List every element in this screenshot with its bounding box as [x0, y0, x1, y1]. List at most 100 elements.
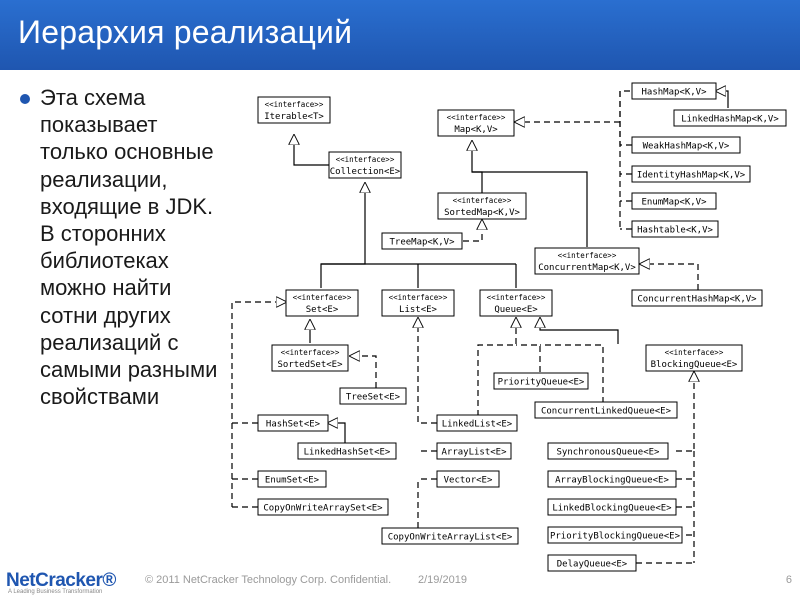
dashed-connectors [231, 90, 699, 564]
node-vector: Vector<E> [436, 470, 500, 488]
diagram-nodes: <<interface>> Iterable<T> <<interface>> … [257, 82, 787, 572]
node-priorityqueue: PriorityQueue<E> [493, 372, 589, 390]
slide-header: Иерархия реализаций [0, 0, 800, 70]
svg-text:ConcurrentHashMap<K,V>: ConcurrentHashMap<K,V> [637, 295, 757, 305]
node-linkedhashset: LinkedHashSet<E> [297, 442, 397, 460]
node-treemap: TreeMap<K,V> [381, 232, 463, 250]
svg-text:<<interface>>: <<interface>> [389, 293, 448, 302]
svg-text:CopyOnWriteArraySet<E>: CopyOnWriteArraySet<E> [263, 504, 383, 514]
svg-text:LinkedBlockingQueue<E>: LinkedBlockingQueue<E> [552, 504, 672, 514]
svg-text:Hashtable<K,V>: Hashtable<K,V> [637, 226, 713, 236]
svg-text:TreeMap<K,V>: TreeMap<K,V> [389, 238, 455, 248]
svg-text:ArrayBlockingQueue<E>: ArrayBlockingQueue<E> [555, 476, 669, 486]
node-set: <<interface>> Set<E> [285, 289, 359, 317]
node-copyonwritearrayset: CopyOnWriteArraySet<E> [257, 498, 389, 516]
svg-text:<<interface>>: <<interface>> [447, 113, 506, 122]
svg-text:<<interface>>: <<interface>> [281, 348, 340, 357]
edge-priorityqueue-queue [516, 344, 541, 372]
node-sortedmap: <<interface>> SortedMap<K,V> [437, 192, 527, 220]
node-concurrentmap: <<interface>> ConcurrentMap<K,V> [534, 247, 640, 275]
svg-text:Vector<E>: Vector<E> [444, 476, 493, 486]
node-arraylist: ArrayList<E> [436, 442, 512, 460]
netcracker-logo: NetCracker® A Leading Business Transform… [6, 570, 132, 596]
svg-text:<<interface>>: <<interface>> [336, 155, 395, 164]
solid-connectors [294, 91, 729, 443]
svg-text:Collection<E>: Collection<E> [330, 167, 401, 177]
svg-text:SortedMap<K,V>: SortedMap<K,V> [444, 208, 520, 218]
edge-treemap-sortedmap [463, 220, 482, 242]
edge-blockingqueue-queue [540, 318, 619, 344]
edge-concurrentmap-map [472, 171, 588, 247]
svg-text:<<interface>>: <<interface>> [665, 348, 724, 357]
svg-text:List<E>: List<E> [399, 305, 438, 315]
node-arrayblockingqueue: ArrayBlockingQueue<E> [547, 470, 677, 488]
page-number: 6 [785, 574, 792, 586]
slide-footer: NetCracker® A Leading Business Transform… [0, 566, 800, 600]
svg-text:SynchronousQueue<E>: SynchronousQueue<E> [557, 448, 661, 458]
svg-text:<<interface>>: <<interface>> [558, 251, 617, 260]
svg-text:ConcurrentMap<K,V>: ConcurrentMap<K,V> [538, 263, 636, 273]
svg-text:LinkedList<E>: LinkedList<E> [442, 420, 513, 430]
svg-text:TreeSet<E>: TreeSet<E> [346, 393, 401, 403]
node-iterable: <<interface>> Iterable<T> [257, 96, 331, 124]
footer-date: 2/19/2019 [418, 574, 467, 586]
node-queue: <<interface>> Queue<E> [479, 289, 553, 317]
svg-text:HashMap<K,V>: HashMap<K,V> [641, 88, 707, 98]
bullet-text: Эта схема показывает только основные реа… [40, 85, 218, 410]
svg-text:PriorityQueue<E>: PriorityQueue<E> [498, 378, 585, 388]
edge-linkedhashset-hashset [328, 423, 346, 443]
node-enumset: EnumSet<E> [257, 470, 327, 488]
node-weakhashmap: WeakHashMap<K,V> [631, 136, 741, 154]
svg-text:LinkedHashMap<K,V>: LinkedHashMap<K,V> [681, 115, 779, 125]
node-enummap: EnumMap<K,V> [631, 192, 717, 210]
edge-setimpl-set [231, 302, 286, 424]
svg-text:BlockingQueue<E>: BlockingQueue<E> [651, 360, 738, 370]
node-linkedlist: LinkedList<E> [436, 414, 518, 432]
edge-listimpl-list [418, 318, 437, 424]
svg-text:<<interface>>: <<interface>> [293, 293, 352, 302]
edge-bqimpl-blockingqueue [676, 372, 694, 452]
node-linkedblockingqueue: LinkedBlockingQueue<E> [547, 498, 677, 516]
svg-text:SortedSet<E>: SortedSet<E> [277, 360, 343, 370]
edge-set-collection [320, 183, 365, 288]
node-hashtable: Hashtable<K,V> [631, 220, 719, 238]
node-concurrenthashmap: ConcurrentHashMap<K,V> [631, 289, 763, 307]
edge-concurrenthashmap-concurrentmap [640, 264, 699, 290]
edge-linkedlist-queue [477, 318, 516, 416]
svg-text:HashSet<E>: HashSet<E> [266, 420, 321, 430]
node-delayqueue: DelayQueue<E> [547, 554, 637, 572]
slide-title: Иерархия реализаций [18, 14, 353, 50]
node-hashmap: HashMap<K,V> [631, 82, 717, 100]
svg-text:DelayQueue<E>: DelayQueue<E> [557, 560, 628, 570]
node-blockingqueue: <<interface>> BlockingQueue<E> [645, 344, 743, 372]
svg-text:<<interface>>: <<interface>> [453, 196, 512, 205]
node-treeset: TreeSet<E> [339, 387, 407, 405]
node-sortedset: <<interface>> SortedSet<E> [271, 344, 349, 372]
logo-tagline: A Leading Business Transformation [8, 589, 103, 595]
svg-text:IdentityHashMap<K,V>: IdentityHashMap<K,V> [637, 171, 746, 181]
edge-weakhashmap-map [619, 90, 632, 146]
node-linkedhashmap: LinkedHashMap<K,V> [673, 109, 787, 127]
svg-text:PriorityBlockingQueue<E>: PriorityBlockingQueue<E> [550, 532, 681, 542]
svg-text:<<interface>>: <<interface>> [265, 100, 324, 109]
node-priorityblockingqueue: PriorityBlockingQueue<E> [547, 526, 683, 544]
logo-text: NetCracker® [6, 570, 116, 591]
svg-text:ConcurrentLinkedQueue<E>: ConcurrentLinkedQueue<E> [541, 407, 672, 417]
node-collection: <<interface>> Collection<E> [328, 151, 402, 179]
svg-text:Map<K,V>: Map<K,V> [454, 125, 498, 135]
svg-text:<<interface>>: <<interface>> [487, 293, 546, 302]
node-concurrentlinkedqueue: ConcurrentLinkedQueue<E> [534, 401, 678, 419]
node-identityhashmap: IdentityHashMap<K,V> [631, 165, 751, 183]
node-synchronousqueue: SynchronousQueue<E> [547, 442, 669, 460]
edge-clq-queue [540, 344, 604, 403]
edge-sortedmap-map [472, 141, 483, 193]
svg-text:WeakHashMap<K,V>: WeakHashMap<K,V> [643, 142, 730, 152]
svg-text:CopyOnWriteArrayList<E>: CopyOnWriteArrayList<E> [388, 533, 513, 543]
node-map: <<interface>> Map<K,V> [437, 109, 515, 137]
bullet-dot-icon [20, 94, 30, 104]
svg-text:Set<E>: Set<E> [306, 305, 339, 315]
svg-text:EnumSet<E>: EnumSet<E> [265, 476, 320, 486]
node-list: <<interface>> List<E> [381, 289, 455, 317]
node-hashset: HashSet<E> [257, 414, 329, 432]
